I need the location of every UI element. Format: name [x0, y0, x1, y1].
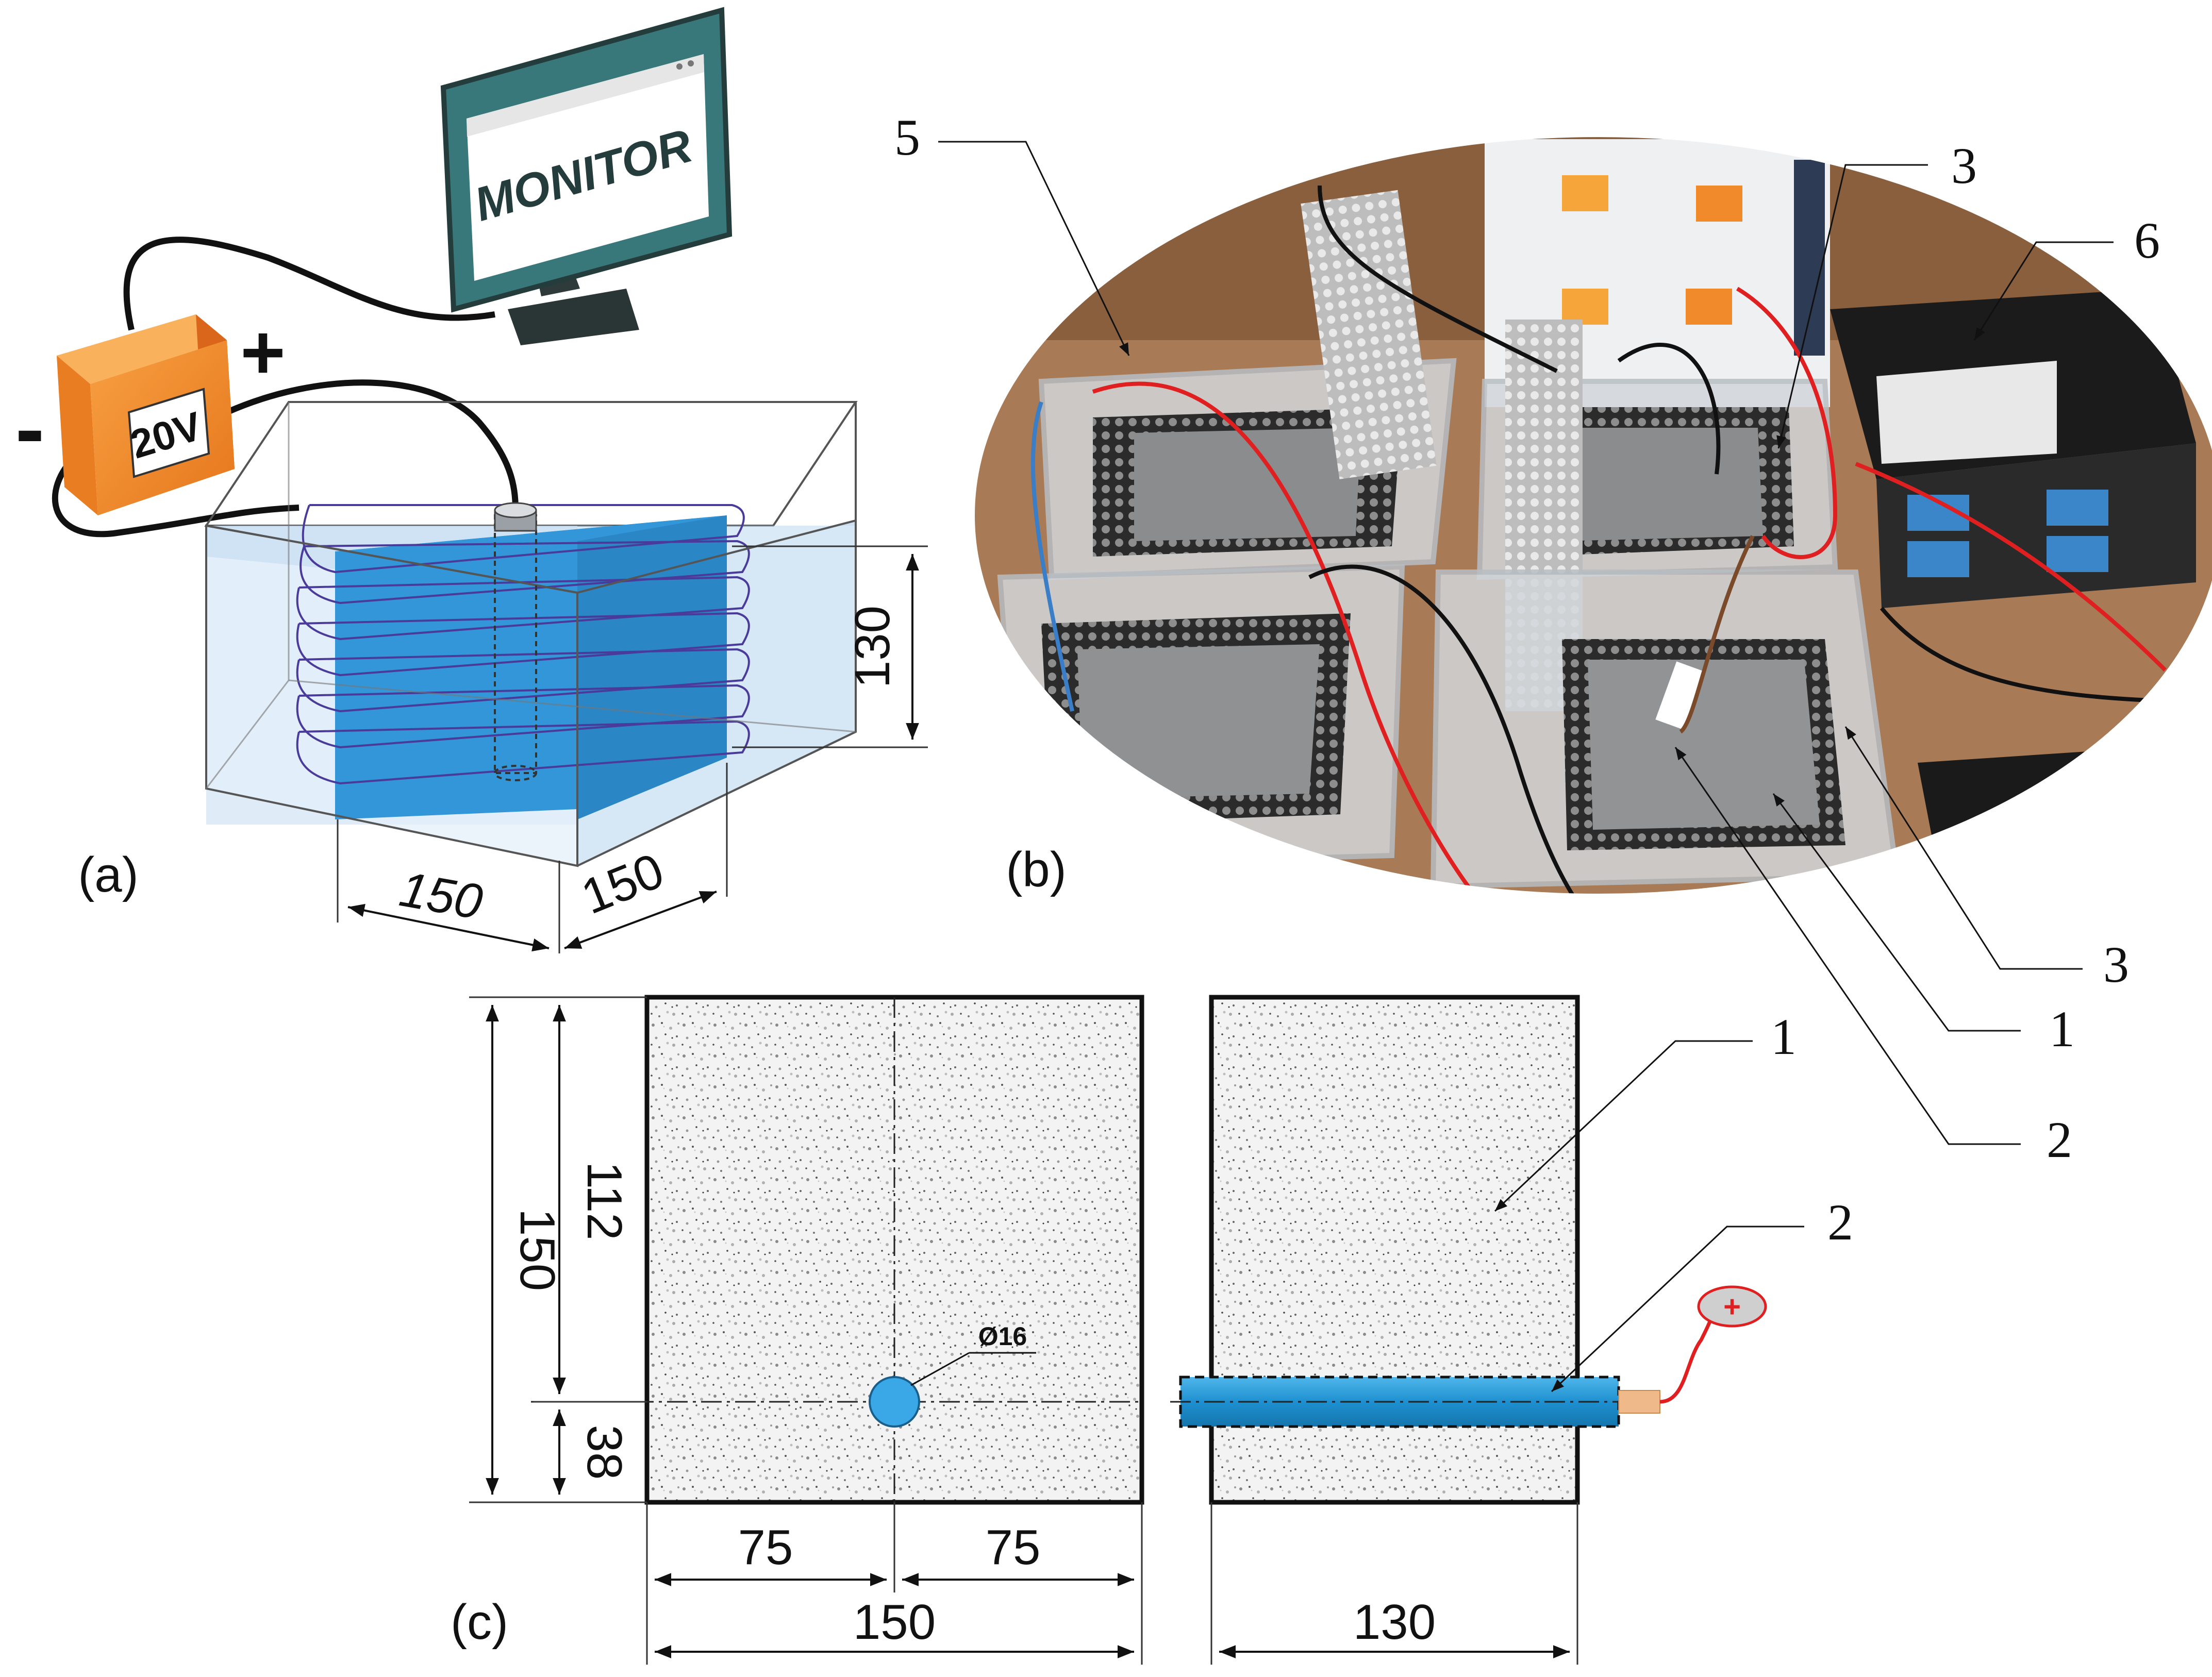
container-top-right [1476, 320, 1838, 711]
callout-5: 5 [894, 109, 920, 166]
dim-tank-height: 130 [845, 606, 900, 688]
callout-c-2: 2 [1827, 1194, 1853, 1251]
plus-sign: + [240, 309, 286, 395]
callout-6: 6 [2134, 212, 2160, 269]
dim-lower: 38 [577, 1425, 632, 1480]
monitor-icon: MONITOR [440, 7, 733, 345]
power-supply-icon: 20V [57, 314, 235, 515]
callout-c-1: 1 [1771, 1008, 1797, 1065]
dim-width-front: 150 [853, 1595, 936, 1650]
rebar-cross-section [869, 1376, 920, 1428]
polarity-plus: + [1723, 1290, 1741, 1323]
dim-half-left: 75 [738, 1520, 793, 1575]
panel-a: MONITOR 20V - + [15, 7, 928, 953]
cable-monitor [123, 237, 495, 331]
callout-2: 2 [2047, 1111, 2072, 1168]
callout-1: 1 [2049, 1000, 2075, 1058]
container-bottom-right [1430, 569, 1900, 890]
panel-label-a: (a) [78, 847, 138, 902]
cable-minus [52, 446, 300, 538]
dim-width-side: 130 [1353, 1595, 1436, 1650]
dim-overall-height: 150 [510, 1209, 565, 1291]
panel-label-b: (b) [1006, 842, 1066, 897]
panel-b: 5 3 6 3 1 2 (b) [894, 109, 2212, 1168]
panel-label-c: (c) [451, 1595, 508, 1650]
diameter-label: Ø16 [978, 1322, 1027, 1351]
container-top-left [1038, 190, 1457, 580]
callout-3-top: 3 [1951, 137, 1977, 194]
photo-callouts [938, 141, 2114, 1145]
experiment-photo [974, 137, 2212, 894]
dim-half-right: 75 [986, 1520, 1041, 1575]
callout-3-bottom: 3 [2103, 936, 2129, 993]
panel-c: Ø16 + 1 2 150 112 38 75 75 [451, 995, 1853, 1665]
minus-sign: - [15, 380, 45, 478]
dim-upper: 112 [577, 1161, 632, 1240]
tank-diagram: 130 150 150 [204, 401, 928, 953]
